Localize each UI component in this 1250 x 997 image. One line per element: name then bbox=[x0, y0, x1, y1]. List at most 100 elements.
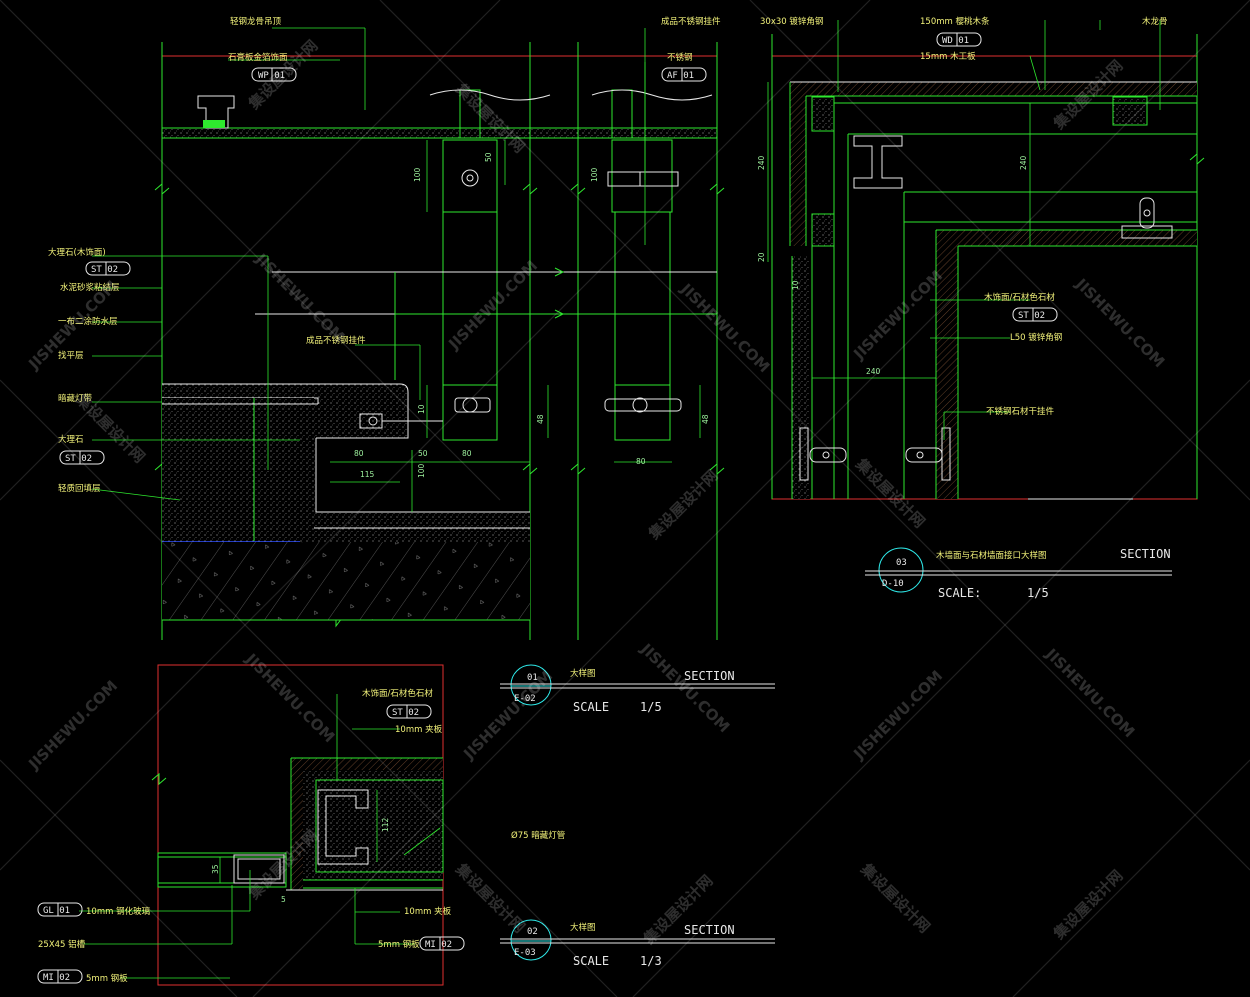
tag-wp-01: WP 01 bbox=[258, 71, 285, 81]
watermark-en-5: JISHEWU.COM bbox=[849, 267, 946, 364]
dim-20: 20 bbox=[757, 252, 766, 262]
watermark-en-3: JISHEWU.COM bbox=[444, 257, 541, 354]
label-screed: 找平层 bbox=[58, 350, 84, 361]
watermark-cn-8: 集设屋设计网 bbox=[451, 859, 528, 936]
scale-label-03: SCALE: bbox=[938, 586, 981, 600]
label-marble: 大理石 bbox=[58, 434, 84, 445]
label-steel-plate: 5mm 钢板 bbox=[378, 939, 420, 950]
tag-st-02-a: ST 02 bbox=[91, 265, 118, 275]
watermark-cn-11: 集设屋设计网 bbox=[1049, 866, 1126, 943]
dim-48-b: 48 bbox=[701, 414, 710, 424]
watermark-en-9: JISHEWU.COM bbox=[459, 667, 556, 764]
tag-af-01: AF 01 bbox=[667, 71, 694, 81]
drawing-3-annotations: 30x30 镀锌角钢 150mm 樱桃木条 WD 01 15mm 木工板 木龙骨… bbox=[757, 16, 1168, 417]
scale-label-02: SCALE bbox=[573, 954, 609, 968]
tag-wd-01: WD 01 bbox=[942, 36, 969, 46]
label-steel-keel: 轻钢龙骨吊顶 bbox=[230, 16, 282, 27]
label-mortar: 水泥砂浆粘结层 bbox=[60, 282, 120, 293]
dim-100-a: 100 bbox=[413, 167, 422, 182]
tag-mi-02-b: MI 02 bbox=[43, 973, 70, 983]
dim-115: 115 bbox=[360, 470, 375, 479]
tag-mi-02-a: MI 02 bbox=[425, 940, 452, 950]
dim-35: 35 bbox=[211, 864, 220, 874]
dim-80-c: 80 bbox=[636, 457, 646, 466]
label-board-150: 150mm 樱桃木条 bbox=[920, 16, 990, 27]
drawing-2-section bbox=[79, 664, 444, 986]
watermark-en-4: JISHEWU.COM bbox=[676, 279, 773, 376]
floor-slab bbox=[162, 542, 530, 620]
label-hanger-mid: 成品不锈钢挂件 bbox=[306, 335, 366, 346]
detail-number-01: 01 bbox=[527, 673, 538, 683]
detail-title-01: 大样图 bbox=[570, 668, 596, 679]
dim-50-b: 50 bbox=[418, 449, 428, 458]
detail-kind-03: SECTION bbox=[1120, 547, 1171, 561]
watermark-cn-6: 集设屋设计网 bbox=[851, 454, 928, 531]
watermark-cn-5: 集设屋设计网 bbox=[644, 466, 721, 543]
tag-st-02-b: ST 02 bbox=[65, 454, 92, 464]
dim-80-a: 80 bbox=[354, 449, 364, 458]
watermark-en-12: JISHEWU.COM bbox=[1041, 644, 1138, 741]
label-steel-bolt: 不锈钢 bbox=[667, 52, 693, 63]
detail-title-03: 木墙面与石材墙面接口大样图 bbox=[936, 550, 1047, 561]
dim-112: 112 bbox=[381, 817, 390, 832]
scale-value-01: 1/5 bbox=[640, 700, 662, 714]
label-pipe: Ø75 暗藏灯管 bbox=[511, 830, 565, 841]
detail-kind-01: SECTION bbox=[684, 669, 735, 683]
dim-100-b: 100 bbox=[590, 167, 599, 182]
label-backing: 木龙骨 bbox=[1142, 16, 1168, 27]
watermark-en-11: JISHEWU.COM bbox=[849, 667, 946, 764]
label-steel-plate-2: 5mm 钢板 bbox=[86, 973, 128, 984]
drawing-1-annotations: 轻钢龙骨吊顶 石膏板金箔饰面 WP 01 成品不锈钢挂件 不锈钢 AF 01 大… bbox=[48, 16, 721, 494]
label-fireproof-stone: 大理石(木饰面) bbox=[48, 247, 106, 258]
detail-number-02: 02 bbox=[527, 927, 538, 937]
scale-value-03: 1/5 bbox=[1027, 586, 1049, 600]
scale-label-01: SCALE bbox=[573, 700, 609, 714]
label-plywood-2: 10mm 夹板 bbox=[404, 906, 452, 917]
label-backfill: 轻质回填层 bbox=[58, 483, 101, 494]
sheet-ref-d10: D-10 bbox=[882, 579, 904, 589]
title-block-03: 03 D-10 木墙面与石材墙面接口大样图 SECTION SCALE: 1/5 bbox=[865, 547, 1172, 600]
label-finished-hanger: 成品不锈钢挂件 bbox=[661, 16, 721, 27]
label-stone-top: 木饰面/石材色石材 bbox=[362, 688, 433, 699]
dim-80-b: 80 bbox=[462, 449, 472, 458]
dim-5: 5 bbox=[281, 895, 286, 904]
detail-title-02: 大样图 bbox=[570, 922, 596, 933]
label-waterproof: 一布二涂防水层 bbox=[58, 316, 118, 327]
label-drain-pipe: 暗藏灯带 bbox=[58, 393, 93, 404]
label-plywood-15: 15mm 木工板 bbox=[920, 51, 976, 62]
dim-50-a: 50 bbox=[484, 152, 493, 162]
label-angle: 25X45 铝槽 bbox=[38, 939, 86, 950]
watermark-cn-2: 集设屋设计网 bbox=[451, 79, 528, 156]
dim-240-b: 240 bbox=[1019, 155, 1028, 170]
dim-10-b: 10 bbox=[791, 280, 800, 290]
tag-st-02-c: ST 02 bbox=[392, 708, 419, 718]
dim-48-a: 48 bbox=[536, 414, 545, 424]
label-stone-side: 木饰面/石材色石材 bbox=[984, 292, 1055, 303]
sheet-ref-e02: E-02 bbox=[514, 694, 536, 704]
title-block-02: 02 E-03 大样图 SECTION SCALE 1/3 bbox=[500, 919, 775, 968]
dim-240-c: 240 bbox=[866, 367, 881, 376]
title-block-01: 01 E-02 大样图 SECTION SCALE 1/5 bbox=[500, 664, 775, 714]
dim-100-c: 100 bbox=[417, 463, 426, 478]
watermark-en-6: JISHEWU.COM bbox=[1071, 274, 1168, 371]
watermark-en-2: JISHEWU.COM bbox=[251, 249, 348, 346]
watermark-cn-1: 集设屋设计网 bbox=[244, 36, 321, 113]
tag-st-02-d: ST 02 bbox=[1018, 311, 1045, 321]
dim-10: 10 bbox=[417, 404, 426, 414]
scale-value-02: 1/3 bbox=[640, 954, 662, 968]
drawing-3-section bbox=[767, 20, 1205, 500]
drawing-2-annotations: 木饰面/石材色石材 ST 02 10mm 夹板 Ø75 暗藏灯管 10mm 钢化… bbox=[37, 688, 565, 984]
label-steel-hanger: 不锈钢石材干挂件 bbox=[986, 406, 1055, 417]
label-steel-top: 30x30 镀锌角钢 bbox=[760, 16, 823, 27]
tag-gl-01: GL 01 bbox=[43, 906, 70, 916]
detail-number-03: 03 bbox=[896, 558, 907, 568]
label-gypsum-board: 石膏板金箔饰面 bbox=[228, 52, 288, 63]
label-glass: 10mm 钢化玻璃 bbox=[86, 906, 151, 917]
watermark-en-8: JISHEWU.COM bbox=[241, 649, 338, 746]
dim-240-a: 240 bbox=[757, 155, 766, 170]
ceiling-slab bbox=[162, 128, 717, 138]
drawing-1-section bbox=[91, 27, 725, 640]
detail-kind-02: SECTION bbox=[684, 923, 735, 937]
label-angle-l50: L50 镀锌角钢 bbox=[1010, 332, 1062, 343]
